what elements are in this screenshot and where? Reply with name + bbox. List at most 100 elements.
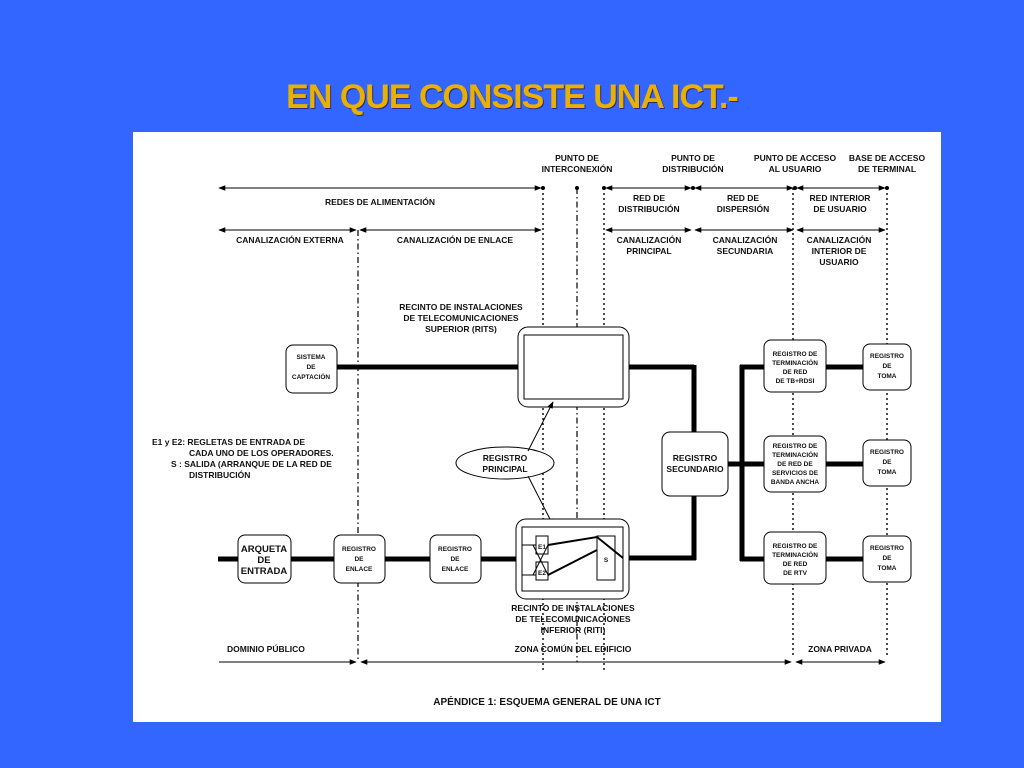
svg-text:DE: DE xyxy=(450,556,460,563)
riti-label: RECINTO DE INSTALACIONES DE TELECOMUNICA… xyxy=(511,603,635,635)
svg-text:REGISTRO: REGISTRO xyxy=(342,546,376,553)
network-arrows: REDES DE ALIMENTACIÓN RED DE DISTRIBUCIÓ… xyxy=(218,185,886,214)
rits-label: RECINTO DE INSTALACIONES DE TELECOMUNICA… xyxy=(399,302,523,334)
svg-text:TERMINACIÓN: TERMINACIÓN xyxy=(772,450,818,459)
s-label: S xyxy=(604,557,609,564)
svg-text:ENLACE: ENLACE xyxy=(442,566,469,573)
svg-text:TOMA: TOMA xyxy=(877,469,896,476)
point-interconexion-1: PUNTO DE xyxy=(555,153,599,163)
registro-enlace-1: REGISTRO DE ENLACE xyxy=(333,534,386,584)
point-acceso-1: PUNTO DE ACCESO xyxy=(754,153,837,163)
svg-text:DE RED DE: DE RED DE xyxy=(777,461,813,468)
svg-text:ARQUETA: ARQUETA xyxy=(241,544,287,555)
svg-text:BANDA ANCHA: BANDA ANCHA xyxy=(771,479,820,486)
point-distribucion-1: PUNTO DE xyxy=(671,153,715,163)
label-canalizacion-enlace: CANALIZACIÓN DE ENLACE xyxy=(397,234,513,245)
svg-text:REGISTRO: REGISTRO xyxy=(870,353,904,360)
svg-text:ENLACE: ENLACE xyxy=(346,566,373,573)
label-canalizacion-secundaria-2: SECUNDARIA xyxy=(717,246,774,256)
svg-text:CADA UNO DE LOS OPERADORES.: CADA UNO DE LOS OPERADORES. xyxy=(189,448,334,458)
svg-text:RECINTO DE INSTALACIONES: RECINTO DE INSTALACIONES xyxy=(511,603,635,613)
svg-text:TOMA: TOMA xyxy=(877,373,896,380)
svg-text:DE: DE xyxy=(882,459,892,466)
registro-terminacion-rtv: REGISTRO DE TERMINACIÓN DE RED DE RTV xyxy=(763,531,827,585)
riti-box: E1 E2 S xyxy=(515,518,630,600)
svg-text:S : SALIDA (ARRANQUE DE LA R: S : SALIDA (ARRANQUE DE LA RED DE xyxy=(171,459,332,469)
e1-label: E1 xyxy=(538,544,546,551)
label-red-interior-1: RED INTERIOR xyxy=(810,193,871,203)
point-interconexion-2: INTERCONEXIÓN xyxy=(542,163,613,174)
svg-text:DISTRIBUCIÓN: DISTRIBUCIÓN xyxy=(189,469,250,480)
svg-text:SERVICIOS DE: SERVICIOS DE xyxy=(772,470,819,477)
diagram-caption: APÉNDICE 1: ESQUEMA GENERAL DE UNA ICT xyxy=(433,695,660,708)
point-labels: PUNTO DE INTERCONEXIÓN PUNTO DE DISTRIBU… xyxy=(542,153,926,174)
svg-text:INFERIOR (RITI): INFERIOR (RITI) xyxy=(541,625,606,635)
point-base-2: DE TERMINAL xyxy=(858,164,916,174)
registro-toma-3: REGISTRO DE TOMA xyxy=(862,535,912,583)
label-red-distribucion-2: DISTRIBUCIÓN xyxy=(618,203,679,214)
registro-principal: REGISTRO PRINCIPAL xyxy=(455,401,555,526)
registro-secundario: REGISTRO SECUNDARIO xyxy=(661,431,729,497)
rits-box xyxy=(517,326,630,408)
label-canalizacion-externa: CANALIZACIÓN EXTERNA xyxy=(236,234,344,245)
svg-text:DE RTV: DE RTV xyxy=(783,570,808,577)
label-zona-privada: ZONA PRIVADA xyxy=(808,644,872,654)
boundary-lines xyxy=(357,188,888,672)
point-base-1: BASE DE ACCESO xyxy=(849,153,926,163)
label-red-dispersion-2: DISPERSIÓN xyxy=(717,203,769,214)
label-red-dispersion-1: RED DE xyxy=(727,193,759,203)
registro-toma-1: REGISTRO DE TOMA xyxy=(862,343,912,391)
slide-title: EN QUE CONSISTE UNA ICT.- xyxy=(286,78,739,116)
svg-text:REGISTRO: REGISTRO xyxy=(438,546,472,553)
svg-text:ENTRADA: ENTRADA xyxy=(241,566,288,577)
svg-text:REGISTRO DE: REGISTRO DE xyxy=(773,443,818,450)
sistema-captacion: SISTEMA DE CAPTACIÓN xyxy=(285,344,338,394)
registro-terminacion-tb-rdsi: REGISTRO DE TERMINACIÓN DE RED DE TB+RDS… xyxy=(763,339,827,393)
svg-text:CAPTACIÓN: CAPTACIÓN xyxy=(292,372,330,381)
label-canalizacion-interior-1: CANALIZACIÓN xyxy=(807,234,872,245)
registro-terminacion-banda-ancha: REGISTRO DE TERMINACIÓN DE RED DE SERVIC… xyxy=(763,435,827,493)
svg-text:TOMA: TOMA xyxy=(877,565,896,572)
svg-text:DE TB+RDSI: DE TB+RDSI xyxy=(776,378,815,385)
label-canalizacion-interior-3: USUARIO xyxy=(819,257,859,267)
label-canalizacion-interior-2: INTERIOR DE xyxy=(812,246,867,256)
e2-label: E2 xyxy=(538,570,546,577)
svg-text:DE: DE xyxy=(882,555,892,562)
ict-diagram: PUNTO DE INTERCONEXIÓN PUNTO DE DISTRIBU… xyxy=(133,132,941,722)
label-red-interior-2: DE USUARIO xyxy=(813,204,867,214)
domain-row: DOMINIO PÚBLICO ZONA COMÚN DEL EDIFICIO … xyxy=(219,643,886,665)
label-canalizacion-principal-2: PRINCIPAL xyxy=(626,246,671,256)
cables xyxy=(218,364,864,562)
label-red-distribucion-1: RED DE xyxy=(633,193,665,203)
svg-text:TERMINACIÓN: TERMINACIÓN xyxy=(772,550,818,559)
registro-toma-2: REGISTRO DE TOMA xyxy=(862,439,912,487)
canalizacion-arrows: CANALIZACIÓN EXTERNA CANALIZACIÓN DE ENL… xyxy=(218,227,886,267)
svg-text:REGISTRO: REGISTRO xyxy=(870,449,904,456)
svg-text:DE RED: DE RED xyxy=(783,561,808,568)
label-redes-alimentacion: REDES DE ALIMENTACIÓN xyxy=(325,196,435,207)
svg-text:DE: DE xyxy=(257,555,270,566)
svg-text:REGISTRO: REGISTRO xyxy=(483,453,528,463)
svg-text:PRINCIPAL: PRINCIPAL xyxy=(482,464,527,474)
svg-text:DE TELECOMUNICACIONES: DE TELECOMUNICACIONES xyxy=(403,313,519,323)
svg-text:DE TELECOMUNICACIONES: DE TELECOMUNICACIONES xyxy=(515,614,631,624)
svg-text:DE RED: DE RED xyxy=(783,369,808,376)
label-zona-comun: ZONA COMÚN DEL EDIFICIO xyxy=(515,643,632,654)
svg-text:DE: DE xyxy=(306,364,316,371)
svg-text:DE: DE xyxy=(354,556,364,563)
legend: E1 y E2: REGLETAS DE ENTRADA DE CADA UNO… xyxy=(152,437,334,480)
arqueta-entrada: ARQUETA DE ENTRADA xyxy=(237,534,292,584)
label-canalizacion-principal-1: CANALIZACIÓN xyxy=(617,234,682,245)
registro-enlace-2: REGISTRO DE ENLACE xyxy=(429,534,482,584)
label-dominio-publico: DOMINIO PÚBLICO xyxy=(227,643,305,654)
label-canalizacion-secundaria-1: CANALIZACIÓN xyxy=(713,234,778,245)
svg-text:E1 y E2: REGLETAS DE ENTRADA D: E1 y E2: REGLETAS DE ENTRADA DE xyxy=(152,437,305,447)
svg-text:SUPERIOR (RITS): SUPERIOR (RITS) xyxy=(425,324,497,334)
svg-text:REGISTRO DE: REGISTRO DE xyxy=(773,543,818,550)
svg-text:SECUNDARIO: SECUNDARIO xyxy=(666,464,724,474)
svg-text:RECINTO DE INSTALACIONES: RECINTO DE INSTALACIONES xyxy=(399,302,523,312)
svg-text:REGISTRO: REGISTRO xyxy=(870,545,904,552)
svg-text:REGISTRO DE: REGISTRO DE xyxy=(773,351,818,358)
svg-text:TERMINACIÓN: TERMINACIÓN xyxy=(772,358,818,367)
svg-text:REGISTRO: REGISTRO xyxy=(673,453,718,463)
